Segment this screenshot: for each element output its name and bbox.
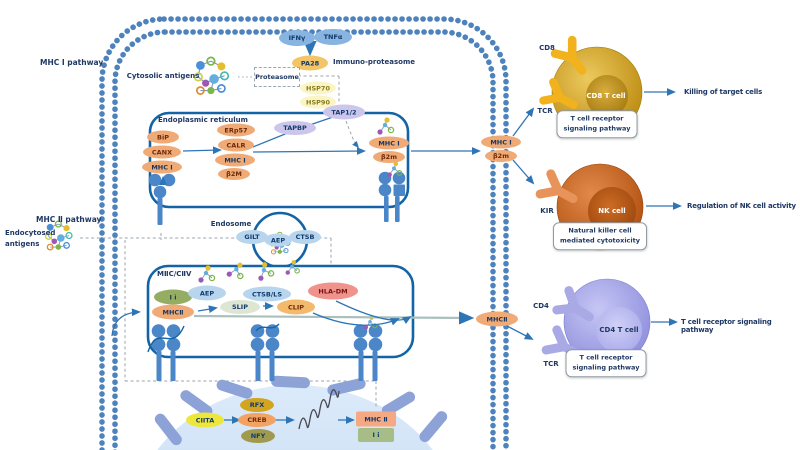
gilt-pill: GILT [236,230,268,244]
nk-outcome-label: Regulation of NK cell activity [687,202,796,210]
er-title: Endoplasmic reticulum [158,116,248,124]
endosome-aep-pill: AEP [264,233,292,247]
nucleus-mhc2-gene: MHC Ⅱ [356,411,396,427]
cd8-cell-name: CD8 T cell [586,92,626,100]
tap12-pill: TAP1/2 [323,104,365,120]
nk-cell-name: NK cell [598,207,626,215]
cytosolic-antigens-label: Cytosolic antigens [126,72,200,80]
cd8-outcome-label: Killing of target cells [684,88,763,96]
slip-pill: SLIP [220,300,260,314]
nfy-pill: NFY [241,429,275,443]
proteasome-box: Proteasome [254,67,300,87]
bip-pill: BiP [147,130,179,144]
miic-title: MⅡC/CⅡV [157,270,192,278]
mhc2-pathway-label: MHC Ⅱ pathway [36,215,102,224]
er-mhc1-loaded-pill: MHC Ⅰ [215,153,255,167]
erp57-pill: ERp57 [217,123,255,137]
cd4-t-cell [546,278,651,365]
canx-pill: CANX [143,145,181,159]
cd8-signaling-box: T cell receptor signaling pathway [556,110,638,138]
ifng-pill: IFNγ [279,30,315,46]
miic-aep-pill: AEP [188,285,226,301]
nucleus [154,375,448,450]
cd4-signaling-box: T cell receptor signaling pathway [565,349,647,377]
mhc1-pathway-label: MHC Ⅰ pathway [40,58,104,67]
rfx-pill: RFX [240,398,274,412]
cd8-tcr-label: TCR [537,107,553,115]
nk-cytotoxicity-box: Natural killer cell mediated cytotoxicit… [553,222,647,250]
cd8-label: CD8 [539,44,555,52]
pa28-pill: PA28 [292,55,328,71]
er-b2m-pill: β2M [218,168,250,180]
surface-mhc2-pill: MHCⅡ [476,311,518,327]
creb-pill: CREB [238,413,276,427]
nuclear-envelope-patches [154,375,448,446]
ctsb-ls-pill: CTSB/LS [243,286,291,302]
tapbp-pill: TAPBP [274,121,316,135]
cd4-tcr-label: TCR [543,360,559,368]
er-mhc1-pill: MHC Ⅰ [142,160,182,174]
mhc2-transport-line [193,311,475,325]
calr-pill: CALR [218,138,254,152]
ciita-pill: CIITA [186,412,224,428]
miic-mhc2-pill: MHCⅡ [152,304,194,320]
nucleus-ii-gene: Ⅰ i [358,428,394,442]
immuno-proteasome-label: Immuno-proteasome [333,58,415,66]
endosome-title: Endosome [210,220,252,228]
cd4-cell-name: CD4 T cell [599,326,639,334]
cd4-label: CD4 [533,302,549,310]
surface-mhc1-pill: MHC Ⅰ [481,135,521,149]
hsp90-pill: HSP90 [300,95,336,109]
invariant-chain-squiggles [147,323,280,353]
er-exit-mhc1-pill: MHC Ⅰ [369,136,409,150]
endocytosed-antigens-label: Endocytosed antigens [5,229,56,248]
clip-pill: CLIP [277,299,315,315]
er-exit-b2m-pill: β2m [373,151,405,163]
kir-label: KIR [540,207,554,215]
hla-dm-pill: HLA-DM [308,282,358,300]
miic-ii-pill: Ⅰ i [154,289,192,305]
cd4-outcome-label: T cell receptor signaling pathway [681,318,772,334]
hsp70-pill: HSP70 [300,81,336,95]
tnfa-pill: TNFα [314,29,352,45]
dna-icon [298,389,340,430]
endoplasmic-reticulum [148,111,410,209]
pathway-arrows [111,40,682,424]
ctsb-pill: CTSB [289,230,321,244]
surface-b2m-pill: β2m [485,150,517,162]
